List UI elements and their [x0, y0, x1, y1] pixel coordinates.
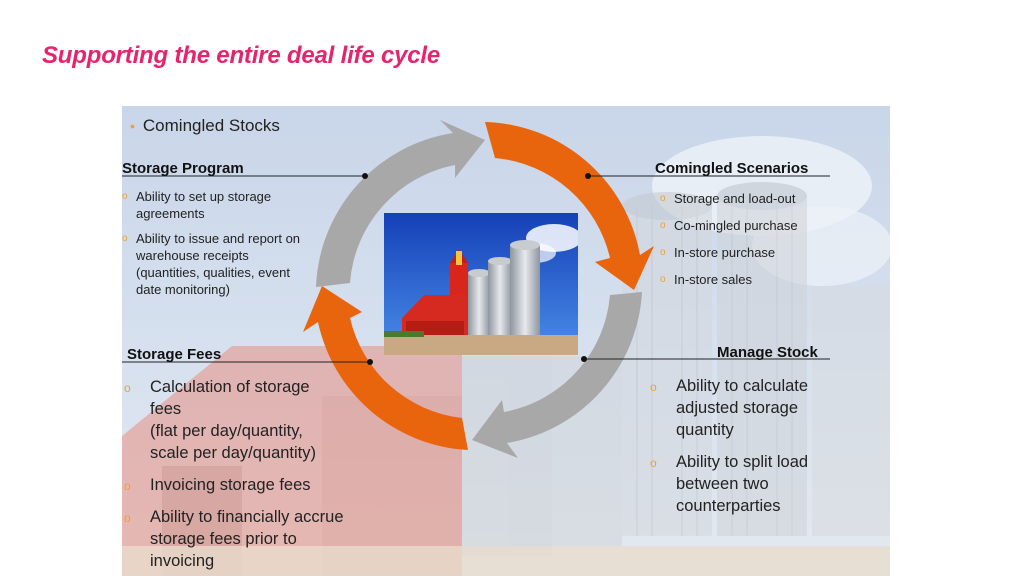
bullet-circle-icon: o — [650, 380, 657, 394]
list-item-continuation: (flat per day/quantity, scale per day/qu… — [150, 422, 317, 462]
bullet-circle-icon: o — [660, 193, 666, 204]
cycle-arrow-bottom-right — [472, 292, 642, 458]
cycle-arrow-top-left — [316, 120, 485, 287]
connector-dot — [362, 173, 368, 179]
comingled-stocks-bullet: • Comingled Stocks — [130, 116, 280, 136]
cycle-arrow-top-right — [485, 122, 654, 290]
cycle-arrow-bottom-left — [303, 286, 468, 450]
bullet-dot-icon: • — [130, 118, 135, 134]
storage-program-heading: Storage Program — [122, 160, 244, 177]
bullet-circle-icon: o — [124, 381, 131, 395]
bullet-circle-icon: o — [650, 456, 657, 470]
storage-fees-heading: Storage Fees — [127, 346, 222, 363]
bullet-circle-icon: o — [660, 274, 666, 285]
connector-dot — [585, 173, 591, 179]
bullet-circle-icon: o — [122, 191, 128, 202]
manage-stock-heading: Manage Stock — [717, 344, 818, 361]
bullet-circle-icon: o — [660, 247, 666, 258]
comingled-scenarios-heading: Comingled Scenarios — [655, 160, 809, 177]
bullet-circle-icon: o — [124, 479, 131, 493]
bullet-circle-icon: o — [122, 233, 128, 244]
comingled-stocks-label: Comingled Stocks — [142, 116, 280, 135]
slide-title: Supporting the entire deal life cycle — [42, 42, 441, 69]
connector-dot — [367, 359, 373, 365]
bullet-circle-icon: o — [124, 511, 131, 525]
center-grain-elevator-photo — [384, 213, 578, 355]
bullet-circle-icon: o — [660, 220, 666, 231]
connector-dot — [581, 356, 587, 362]
